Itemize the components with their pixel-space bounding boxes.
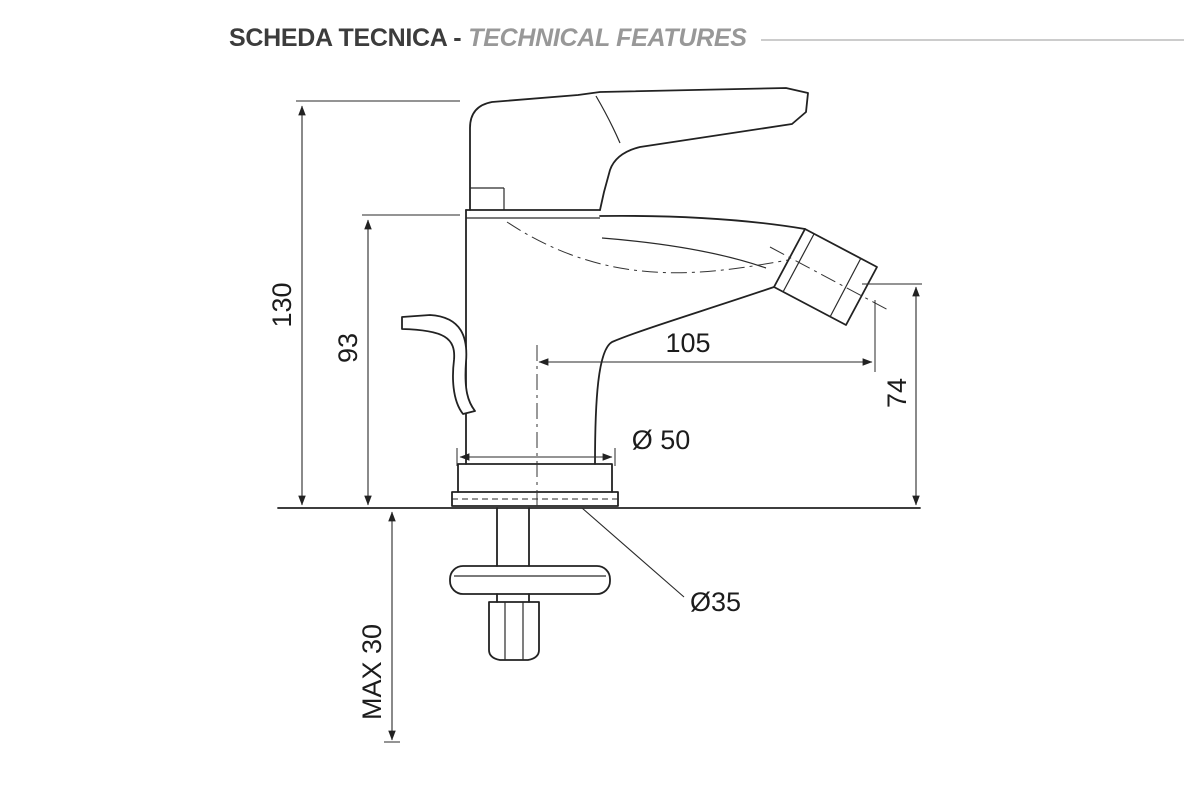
popup-rod-hook bbox=[401, 314, 476, 415]
label-spout-reach: 105 bbox=[665, 328, 710, 358]
housing-step bbox=[470, 187, 505, 210]
centerlines bbox=[506, 221, 891, 506]
label-hole-diameter: Ø35 bbox=[690, 587, 741, 617]
spout-inner-contour bbox=[601, 237, 767, 269]
sheet-title-secondary: TECHNICAL FEATURES bbox=[468, 24, 747, 52]
faucet-outline bbox=[277, 87, 921, 661]
sheet-header: SCHEDA TECNICA -TECHNICAL FEATURES bbox=[229, 24, 1184, 53]
nut-facet-lines bbox=[504, 602, 524, 660]
label-base-diameter: Ø 50 bbox=[632, 425, 691, 455]
aerator-joint-line bbox=[782, 233, 815, 293]
label-outlet-height: 74 bbox=[882, 378, 912, 408]
base-block bbox=[457, 463, 613, 493]
dimension-lines bbox=[298, 105, 920, 741]
ext-base-diameter bbox=[456, 448, 616, 466]
label-overall-height: 130 bbox=[267, 282, 297, 327]
spout-underside bbox=[594, 286, 775, 465]
aerator-axis-centerline bbox=[769, 246, 891, 312]
sheet-title-primary: SCHEDA TECNICA - bbox=[229, 24, 462, 52]
fixing-nut bbox=[488, 601, 540, 661]
water-channel-centerline bbox=[506, 221, 789, 274]
label-max-deck-thickness: MAX 30 bbox=[357, 624, 387, 720]
leader-line-diameter-35 bbox=[581, 507, 685, 598]
lever-handle-outline bbox=[469, 87, 809, 211]
sheet-title: SCHEDA TECNICA -TECHNICAL FEATURES bbox=[229, 24, 747, 53]
aerator-cap-line bbox=[829, 257, 862, 318]
mounting-washer bbox=[449, 565, 611, 595]
header-rule bbox=[760, 39, 1184, 41]
dimension-labels: 130 93 105 74 Ø 50 Ø35 MAX 30 bbox=[267, 282, 912, 720]
spout-top-edge bbox=[599, 214, 806, 230]
label-body-height: 93 bbox=[333, 333, 363, 363]
lever-joint-line bbox=[595, 95, 621, 144]
threaded-rod bbox=[496, 507, 530, 603]
extension-lines bbox=[296, 100, 922, 743]
